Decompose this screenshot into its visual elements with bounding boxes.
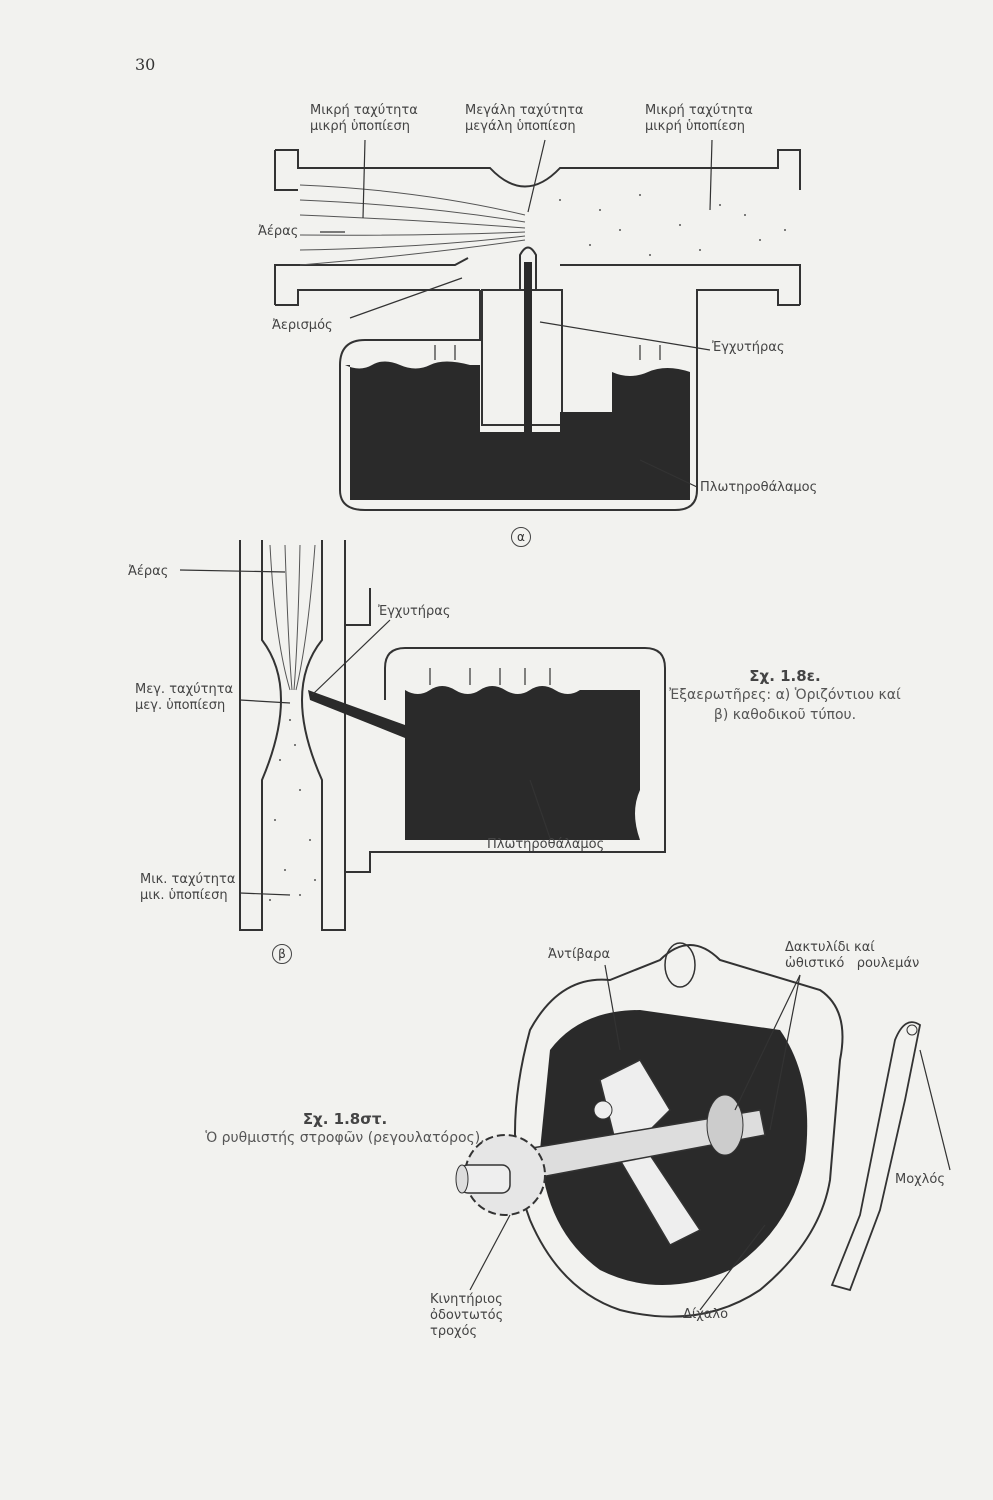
figure-marker-a: α xyxy=(511,527,531,547)
label-high-speed: Μεγάλη ταχύτητα μεγάλη ὑποπίεση xyxy=(465,103,583,135)
label-air-b: Ἀέρας xyxy=(128,564,169,579)
fuel-spray-dots-b xyxy=(269,719,316,901)
label-jet-b: Ἐγχυτήρας xyxy=(378,604,451,619)
label-word: ὠθιστικό xyxy=(785,956,845,971)
figure-marker-b: β xyxy=(272,944,292,964)
label-air-a: Ἀέρας xyxy=(258,224,299,239)
label-lever: Μοχλός xyxy=(895,1172,945,1187)
downdraft-carburettor-diagram xyxy=(239,540,666,931)
label-aeration: Ἀερισμός xyxy=(272,318,333,333)
caption-line: Ἐξαερωτῆρες: α) Ὁριζόντιου καί xyxy=(669,687,901,703)
label-line: μεγ. ὑποπίεση xyxy=(135,698,226,713)
label-low-speed-right: Μικρή ταχύτητα μικρή ὑποπίεση xyxy=(645,103,753,135)
label-counterweight: Ἀντίβαρα xyxy=(548,947,611,962)
label-ring-bearing: Δακτυλίδι καί ὠθιστικό ρουλεμάν xyxy=(785,940,919,972)
caption-title: Σχ. 1.8στ. xyxy=(302,1110,388,1128)
label-line: τροχός xyxy=(430,1324,478,1339)
label-float-chamber-b: Πλωτηροθάλαμος xyxy=(487,837,605,852)
label-line: Μικρή ταχύτητα xyxy=(645,103,753,118)
caption-figure-1-8e: Σχ. 1.8ε. Ἐξαερωτῆρες: α) Ὁριζόντιου καί… xyxy=(630,667,940,725)
label-drive-gear: Κινητήριος ὀδοντωτός τροχός xyxy=(430,1292,503,1340)
label-high-speed-b: Μεγ. ταχύτητα μεγ. ὑποπίεση xyxy=(135,682,233,714)
label-line: Μικρή ταχύτητα xyxy=(310,103,418,118)
label-word: ρουλεμάν xyxy=(856,956,920,971)
label-float-chamber-a: Πλωτηροθάλαμος xyxy=(700,480,818,495)
label-line: μικ. ὑποπίεση xyxy=(140,888,228,903)
label-low-speed-left: Μικρή ταχύτητα μικρή ὑποπίεση xyxy=(310,103,418,135)
jet-tube-b xyxy=(308,690,405,738)
label-line: μικρή ὑποπίεση xyxy=(310,119,410,134)
caption-line: Ὁ ρυθμιστής στροφῶν (ρεγουλατόρος). xyxy=(205,1130,485,1146)
caption-line: β) καθοδικοῦ τύπου. xyxy=(713,707,857,723)
leader-lines-b xyxy=(179,569,551,896)
label-line: Κινητήριος xyxy=(430,1292,503,1307)
leader-lines-a xyxy=(320,139,713,488)
page-number: 30 xyxy=(135,55,156,74)
label-jet-a: Ἐγχυτήρας xyxy=(712,340,785,355)
label-line: μικρή ὑποπίεση xyxy=(645,119,745,134)
caption-figure-1-8st: Σχ. 1.8στ. Ὁ ρυθμιστής στροφῶν (ρεγουλατ… xyxy=(200,1110,490,1148)
leader-lines-regulator xyxy=(469,964,951,1311)
label-line: Μικ. ταχύτητα xyxy=(140,872,236,887)
jet-tube-a xyxy=(524,262,532,432)
caption-title: Σχ. 1.8ε. xyxy=(749,667,821,685)
label-low-speed-b: Μικ. ταχύτητα μικ. ὑποπίεση xyxy=(140,872,235,904)
label-fork: Δίχαλο xyxy=(683,1307,729,1322)
air-flow-lines-a xyxy=(299,184,526,266)
label-line: ὀδοντωτός xyxy=(430,1308,504,1323)
fuel-level-a xyxy=(345,361,690,500)
horizontal-carburettor-diagram xyxy=(274,149,801,511)
fuel-level-b xyxy=(405,686,640,840)
label-line: ὠθιστικό ρουλεμάν xyxy=(785,956,919,972)
label-line: Μεγ. ταχύτητα xyxy=(135,682,234,697)
label-line: μεγάλη ὑποπίεση xyxy=(465,119,576,134)
air-flow-lines-b xyxy=(269,544,316,691)
fuel-spray-dots-a xyxy=(559,194,786,256)
label-line: Μεγάλη ταχύτητα xyxy=(465,103,584,118)
governor-regulator-drawing xyxy=(455,942,922,1318)
label-line: Δακτυλίδι καί xyxy=(785,940,875,955)
